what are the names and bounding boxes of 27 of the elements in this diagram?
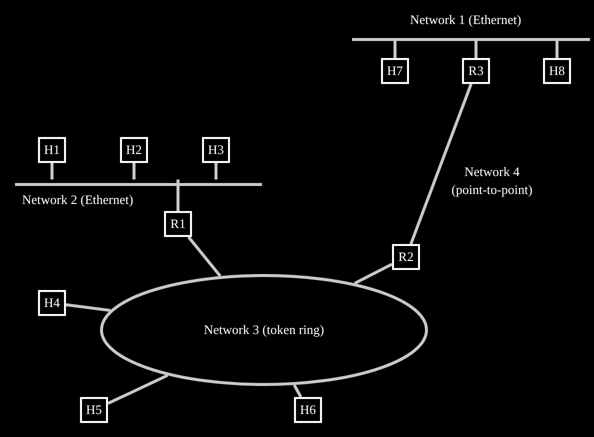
network-link [66, 303, 111, 312]
device-box: H4 [38, 290, 66, 316]
network-link [187, 236, 222, 277]
network-link [176, 180, 180, 211]
network-link [556, 40, 558, 58]
device-box: H5 [80, 397, 108, 423]
device-box: H3 [202, 137, 230, 163]
device-box: H6 [294, 397, 322, 423]
device-box: H2 [120, 137, 148, 163]
device-box: R3 [462, 58, 490, 84]
device-box: H7 [381, 58, 409, 84]
network-link [107, 374, 168, 405]
device-box: R2 [392, 244, 420, 270]
device-box: R1 [164, 211, 192, 237]
network-link [394, 40, 396, 58]
network-label: Network 2 (Ethernet) [22, 192, 134, 208]
network-link [292, 384, 302, 398]
network-link [132, 163, 136, 180]
device-box: H8 [543, 58, 571, 84]
network-link [474, 40, 478, 58]
network-link [354, 262, 393, 285]
network-link [409, 83, 473, 245]
network-label: Network 3 (token ring) [204, 322, 324, 338]
device-box: H1 [38, 137, 66, 163]
network-label: Network 1 (Ethernet) [410, 12, 522, 28]
network-link [214, 163, 218, 180]
network-link [50, 163, 54, 180]
